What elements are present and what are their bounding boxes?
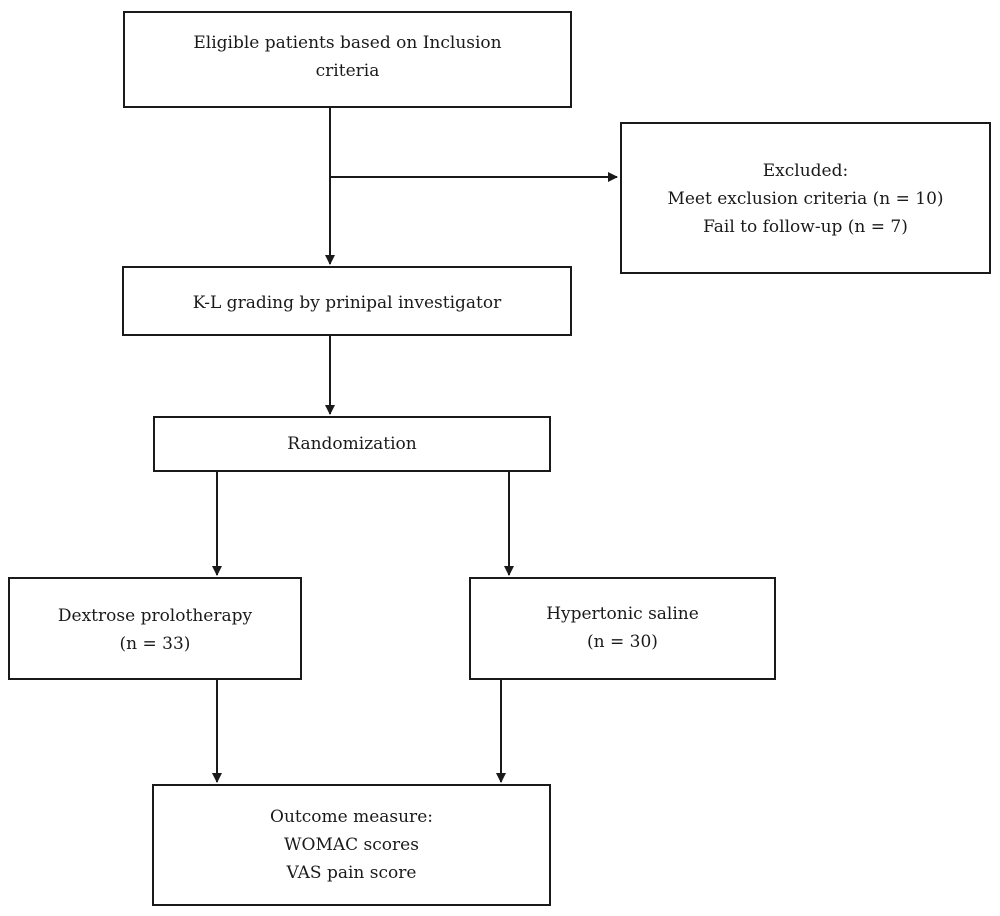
dextrose-prolotherapy-count: (n = 33) [119,634,191,654]
outcome-measure-heading: Outcome measure: [270,807,433,827]
randomization-box: Randomization [153,416,551,472]
hypertonic-saline-box: Hypertonic saline (n = 30) [469,577,776,680]
dextrose-prolotherapy-box: Dextrose prolotherapy (n = 33) [8,577,302,680]
randomization-text: Randomization [287,434,417,454]
dextrose-prolotherapy-label: Dextrose prolotherapy [57,606,253,626]
eligible-patients-box: Eligible patients based on Inclusion cri… [123,11,572,108]
hypertonic-saline-label: Hypertonic saline [546,604,699,624]
outcome-womac-scores: WOMAC scores [284,835,419,855]
hypertonic-saline-count: (n = 30) [587,632,658,652]
excluded-follow-up-count: Fail to follow-up (n = 7) [703,217,908,237]
excluded-box: Excluded: Meet exclusion criteria (n = 1… [620,122,991,274]
eligible-patients-text-line-2: criteria [315,61,380,81]
excluded-heading: Excluded: [762,161,849,181]
kl-grading-box: K-L grading by prinipal investigator [122,266,572,336]
outcome-vas-pain-score: VAS pain score [286,863,417,883]
outcome-measure-box: Outcome measure: WOMAC scores VAS pain s… [152,784,551,906]
eligible-patients-text-line-1: Eligible patients based on Inclusion [193,33,502,53]
excluded-criteria-count: Meet exclusion criteria (n = 10) [667,189,944,209]
kl-grading-text: K-L grading by prinipal investigator [192,293,502,313]
